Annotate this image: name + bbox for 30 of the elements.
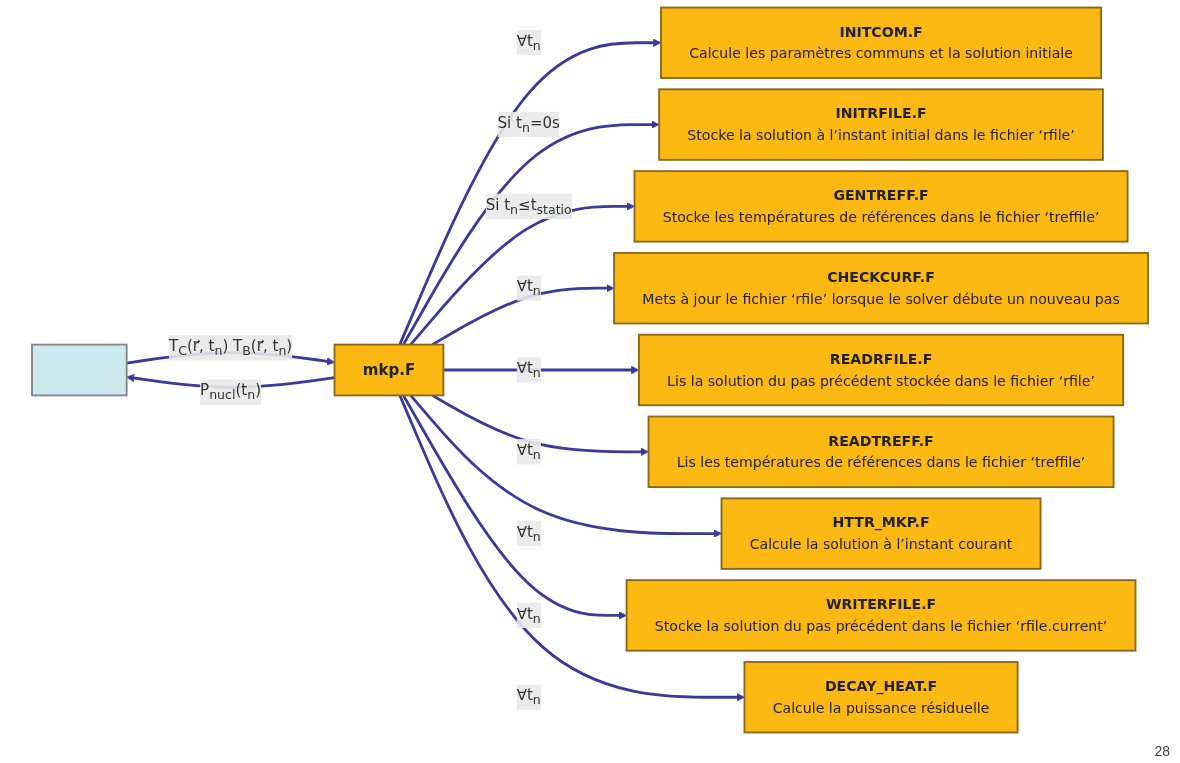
- page-number: 28: [1154, 743, 1170, 759]
- edge-label: Si t$_{n}$≤t$_{statio}$: [485, 195, 572, 217]
- edge-label: ∀t$_{n}$: [516, 359, 541, 380]
- edge-label: ∀t$_{n}$: [516, 277, 541, 299]
- edge-label: ∀t$_{n}$: [516, 522, 541, 544]
- edge-label: ∀t$_{n}$: [516, 31, 541, 53]
- edge-label: P$_{nucl}$(t$_{n}$): [200, 381, 262, 403]
- node-box: GENTREFF.F Stocke les températures de références dans le fichier ‘treffile’: [633, 170, 1129, 243]
- node-box: INITRFILE.F Stocke la solution à l’instant initial dans le fichier ‘rfile’: [658, 88, 1104, 161]
- edge-label: Si t$_{n}$=0s: [497, 113, 560, 135]
- node-box: WRITERFILE.F Stocke la solution du pas précédent dans le fichier ‘rfile.current’: [625, 579, 1137, 652]
- edge-label: ∀t$_{n}$: [516, 440, 541, 462]
- node-box: mkp.F: [333, 343, 445, 397]
- arrow: [409, 394, 722, 538]
- node-box: HTTR_MKP.F Calcule la solution à l’instant courant: [720, 497, 1042, 570]
- arrow: [398, 394, 745, 702]
- arrow: [431, 284, 615, 346]
- edge-label: ∀t$_{n}$: [516, 604, 541, 626]
- node-box: CHECKCURF.F Mets à jour le fichier ‘rfile’ lorsque le solver débute un nouveau pas: [613, 252, 1149, 325]
- node-box: INITCOM.F Calcule les paramètres communs et la solution initiale: [660, 6, 1103, 79]
- edge-label: ∀t$_{n}$: [516, 686, 541, 708]
- node-box: READTREFF.F Lis les températures de références dans le fichier ‘treffile’: [647, 415, 1115, 488]
- arrow: [402, 120, 660, 346]
- arrow: [431, 394, 649, 456]
- node-box: READRFILE.F Lis la solution du pas précédent stockée dans le fichier ‘rfile’: [637, 333, 1125, 407]
- arrow: [409, 202, 635, 346]
- arrow: [402, 394, 627, 620]
- edge-label: T$_{C}$(r⃗, t$_{n}$) T$_{B}$(r⃗, t$_{n}$): [168, 336, 293, 358]
- node-box: [31, 343, 128, 397]
- node-box: DECAY_HEAT.F Calcule la puissance résiduelle: [743, 661, 1019, 734]
